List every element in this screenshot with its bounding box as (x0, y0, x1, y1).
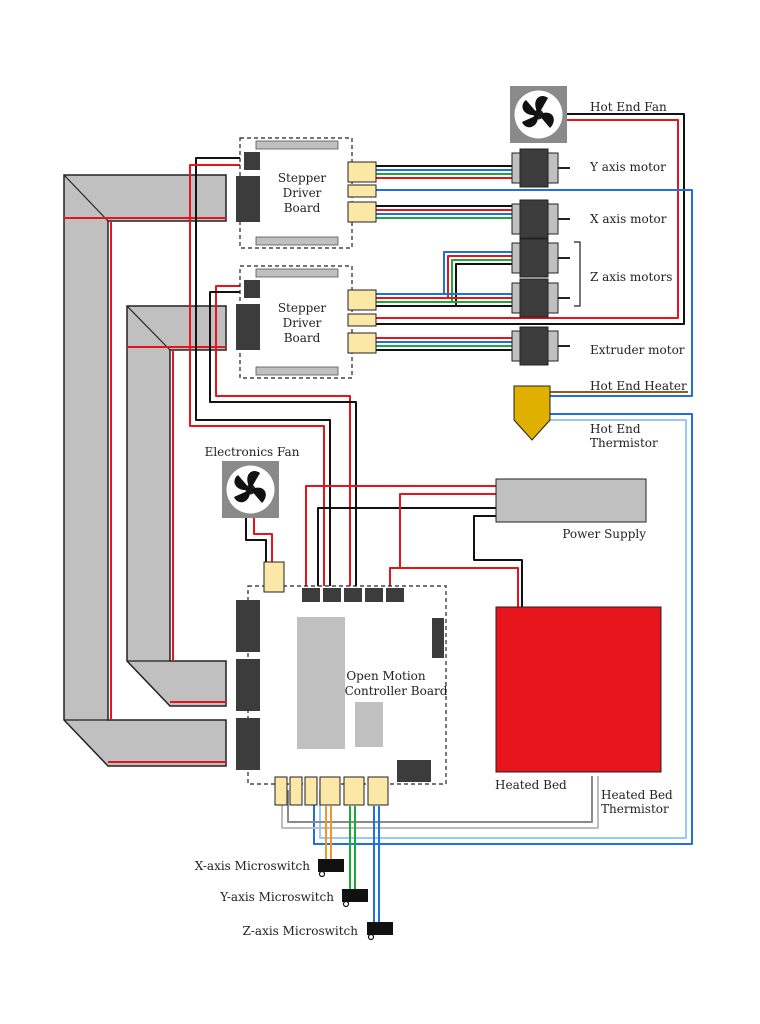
electronics-fan-icon (222, 461, 279, 518)
inner-frame-rail (126, 305, 227, 707)
x-axis-motor (511, 199, 570, 239)
x-axis-motor-label: X axis motor (590, 212, 667, 226)
stepper-board-bottom-label-2: Driver (283, 316, 322, 330)
x-axis-microswitch (318, 859, 344, 878)
z-axis-microswitch (367, 922, 393, 941)
extruder-motor-label: Extruder motor (590, 343, 685, 357)
stepper-board-bottom-label-3: Board (284, 331, 321, 345)
controller-board: Open Motion Controller Board (236, 561, 448, 806)
hot-end-fan-icon (510, 86, 567, 143)
stepper-board-top-label-2: Driver (283, 186, 322, 200)
heated-bed-thermistor-label-1: Heated Bed (601, 788, 673, 802)
hot-end-thermistor-label-1: Hot End (590, 422, 641, 436)
y-axis-microswitch (342, 889, 368, 908)
heated-bed-label: Heated Bed (495, 778, 567, 792)
z-axis-motor-2 (511, 278, 570, 318)
stepper-driver-board-top: Stepper Driver Board (236, 137, 377, 249)
controller-board-label-1: Open Motion (346, 669, 426, 683)
heated-bed (495, 606, 662, 773)
z-microswitch-label: Z-axis Microswitch (243, 924, 359, 938)
hot-end-thermistor-label-2: Thermistor (590, 436, 658, 450)
z-motors-bracket (574, 241, 581, 307)
controller-board-label-2: Controller Board (345, 684, 448, 698)
hot-end-fan-label: Hot End Fan (590, 100, 667, 114)
x-microswitch-label: X-axis Microswitch (195, 859, 311, 873)
heated-bed-thermistor-label-2: Thermistor (601, 802, 669, 816)
z-axis-motors-label: Z axis motors (590, 270, 672, 284)
stepper-board-top-label-1: Stepper (278, 171, 327, 185)
stepper-board-bottom-label-1: Stepper (278, 301, 327, 315)
stepper-board-top-label-3: Board (284, 201, 321, 215)
power-supply (495, 478, 647, 523)
z-axis-motor-1 (511, 238, 570, 278)
wires (189, 113, 693, 924)
y-axis-motor (511, 148, 570, 188)
hot-end-heater-block (513, 385, 551, 441)
y-axis-motor-label: Y axis motor (589, 160, 666, 174)
hot-end-heater-label: Hot End Heater (590, 379, 687, 393)
power-supply-label: Power Supply (562, 527, 646, 541)
outer-frame-rail (63, 174, 227, 767)
y-microswitch-label: Y-axis Microswitch (219, 890, 334, 904)
electronics-fan-label: Electronics Fan (205, 445, 300, 459)
extruder-motor (511, 326, 570, 366)
stepper-driver-board-bottom: Stepper Driver Board (236, 265, 377, 379)
